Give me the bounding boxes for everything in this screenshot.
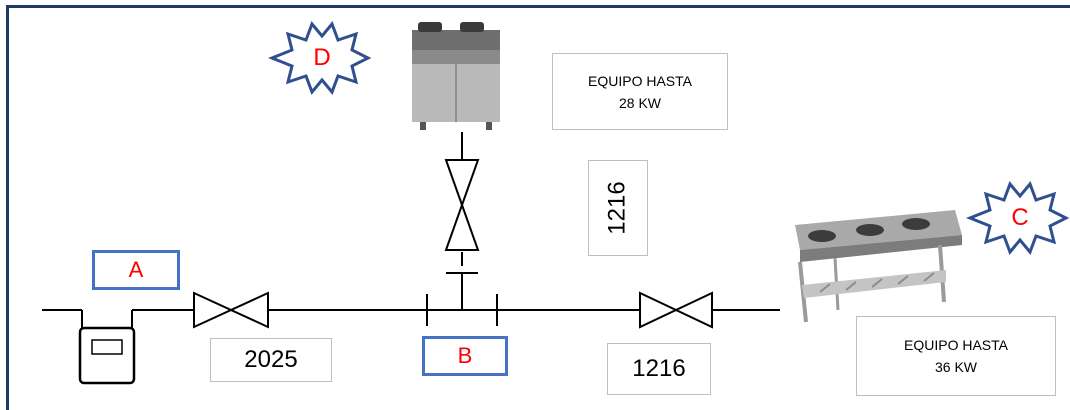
diagram-frame xyxy=(6,5,1070,410)
length-label-left: 2025 xyxy=(210,338,332,382)
tee-fitting xyxy=(426,272,498,326)
main-gas-line xyxy=(42,309,780,330)
shutoff-valve-right xyxy=(639,291,713,329)
stove-appliance-icon xyxy=(795,210,962,323)
length-label-right: 1216 xyxy=(607,343,711,395)
shutoff-valve-vertical xyxy=(444,159,480,251)
star-badge-d xyxy=(267,21,372,95)
gas-meter-icon xyxy=(78,326,136,385)
equipment-capacity-top: EQUIPO HASTA 28 KW xyxy=(552,53,728,130)
star-badge-c xyxy=(965,181,1070,255)
label-b-box: B xyxy=(422,336,508,376)
shutoff-valve-left xyxy=(193,291,269,329)
label-c: C xyxy=(1011,204,1029,231)
label-d: D xyxy=(313,44,331,71)
length-label-vertical-box: 1216 xyxy=(588,160,648,256)
fryer-appliance-icon xyxy=(412,22,500,130)
equipment-capacity-right: EQUIPO HASTA 36 KW xyxy=(856,316,1056,396)
length-label-vertical: 1216 xyxy=(603,181,631,235)
label-a-box: A xyxy=(92,250,180,290)
